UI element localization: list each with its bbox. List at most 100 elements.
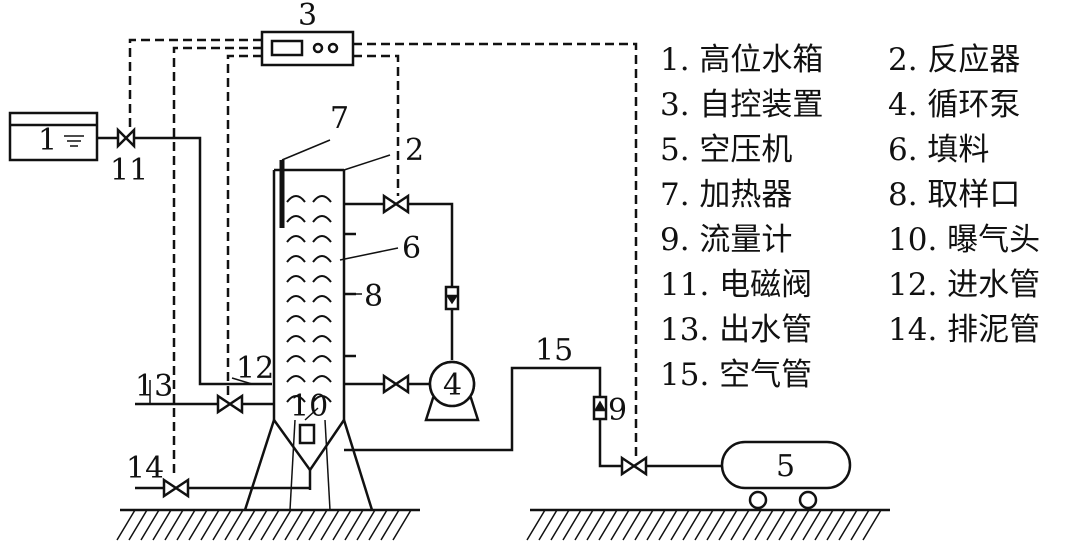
sampling-ports xyxy=(344,232,356,358)
hatch-line xyxy=(260,509,280,541)
hatch-line xyxy=(344,509,364,541)
hatch-line xyxy=(200,509,220,541)
heater xyxy=(279,139,331,228)
hatch-line xyxy=(742,509,762,541)
legend-item: 12. 进水管 xyxy=(888,267,1041,303)
control-unit xyxy=(260,30,355,67)
legend-item: 9. 流量计 xyxy=(660,222,793,258)
hatch-line xyxy=(838,509,858,541)
component-numbers: 1 2 3 4 5 6 7 8 9 10 11 12 13 14 15 xyxy=(38,0,795,486)
packing-arc xyxy=(286,375,306,383)
valve-recirc-bottom xyxy=(382,373,410,395)
packing-arc xyxy=(286,335,306,343)
hatch-line xyxy=(332,509,352,541)
water-tank xyxy=(8,111,99,162)
hatch-line xyxy=(562,509,582,541)
packing-arc xyxy=(286,315,306,323)
label-13: 13 xyxy=(135,369,173,404)
hatch-line xyxy=(308,509,328,541)
hatch-line xyxy=(814,509,834,541)
hatch-line xyxy=(188,509,208,541)
packing-arc xyxy=(286,355,306,363)
label-14: 14 xyxy=(126,451,164,486)
hatch-line xyxy=(128,509,148,541)
packing-arc xyxy=(286,395,306,403)
hatch-line xyxy=(646,509,666,541)
hatch-line xyxy=(248,509,268,541)
hatch-line xyxy=(574,509,594,541)
aeration-head xyxy=(298,423,316,445)
packing-arc xyxy=(312,255,332,263)
hatch-line xyxy=(212,509,232,541)
label-3: 3 xyxy=(298,0,317,33)
label-7: 7 xyxy=(330,101,349,136)
hatch-line xyxy=(176,509,196,541)
label-4: 4 xyxy=(443,368,462,403)
inlet-pipe xyxy=(97,136,272,386)
hatch-line xyxy=(802,509,822,541)
packing-arc xyxy=(312,195,332,203)
hatch-line xyxy=(526,509,546,541)
packing-arc xyxy=(312,315,332,323)
hatch-line xyxy=(682,509,702,541)
packing-arc xyxy=(312,215,332,223)
ground-right xyxy=(526,508,890,541)
hatch-line xyxy=(706,509,726,541)
hatch-line xyxy=(610,509,630,541)
hatch-line xyxy=(392,509,412,541)
label-6: 6 xyxy=(402,231,421,266)
air-compressor xyxy=(720,440,852,510)
label-leaders xyxy=(149,154,399,421)
hatch-line xyxy=(670,509,690,541)
packing-arc xyxy=(286,295,306,303)
packing-arc xyxy=(312,275,332,283)
packing-arc xyxy=(286,275,306,283)
hatch-line xyxy=(272,509,292,541)
label-12: 12 xyxy=(236,351,274,386)
solenoid-valve-11 xyxy=(116,126,136,150)
packing-arc xyxy=(312,295,332,303)
hatch-line xyxy=(296,509,316,541)
hatch-line xyxy=(140,509,160,541)
hatch-line xyxy=(730,509,750,541)
hatch-line xyxy=(862,509,882,541)
hatch-line xyxy=(236,509,256,541)
label-5: 5 xyxy=(776,449,795,484)
packing-arc xyxy=(286,255,306,263)
hatch-line xyxy=(320,509,340,541)
packing-arc xyxy=(286,195,306,203)
control-wiring xyxy=(128,38,638,478)
legend-item: 14. 排泥管 xyxy=(888,312,1041,348)
legend-item: 7. 加热器 xyxy=(660,177,793,213)
ground-left xyxy=(116,508,420,541)
hatch-line xyxy=(622,509,642,541)
label-10: 10 xyxy=(290,389,328,424)
legend-item: 6. 填料 xyxy=(888,132,990,168)
label-1: 1 xyxy=(38,123,57,158)
packing-arc xyxy=(312,335,332,343)
legend-item: 10. 曝气头 xyxy=(888,222,1041,258)
packing-arc xyxy=(312,235,332,243)
legend-item: 1. 高位水箱 xyxy=(660,42,824,78)
hatch-line xyxy=(368,509,388,541)
hatch-line xyxy=(224,509,244,541)
hatch-line xyxy=(586,509,606,541)
label-15: 15 xyxy=(535,333,573,368)
hatch-line xyxy=(284,509,304,541)
hatch-line xyxy=(778,509,798,541)
label-2: 2 xyxy=(405,133,424,168)
sludge-pipe xyxy=(135,477,310,499)
hatch-line xyxy=(152,509,172,541)
hatch-line xyxy=(116,509,136,541)
packing-arc xyxy=(286,235,306,243)
hatch-line xyxy=(718,509,738,541)
hatch-line xyxy=(634,509,654,541)
legend-item: 8. 取样口 xyxy=(888,177,1021,213)
legend-item: 15. 空气管 xyxy=(660,357,813,393)
packing-media xyxy=(286,195,332,403)
packing-arc xyxy=(286,215,306,223)
outlet-pipe xyxy=(135,393,274,415)
circulation-pump xyxy=(424,360,480,422)
hatch-line xyxy=(826,509,846,541)
